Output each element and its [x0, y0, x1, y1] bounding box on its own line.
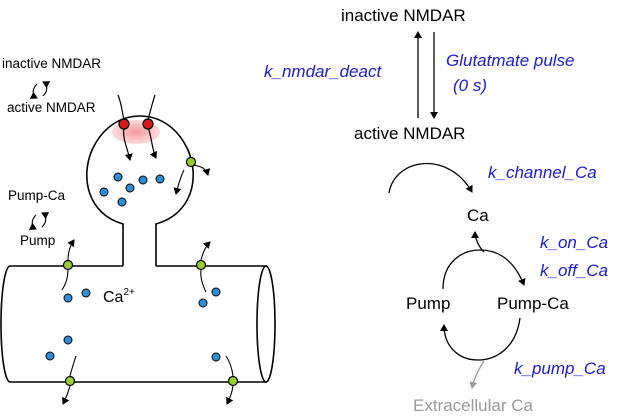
shaft-pumps [62, 259, 239, 387]
left-inactive-nmdar-label: inactive NMDAR [2, 56, 101, 71]
species-pump-ca: Pump-Ca [497, 294, 569, 313]
dendrite-end-cap [256, 265, 276, 383]
rate-k-pump-ca: k_pump_Ca [514, 359, 606, 378]
nmdar-receptor [118, 118, 130, 130]
arrow-ca-release [471, 231, 485, 253]
arrow-channel-influx [388, 162, 473, 194]
left-pump-cycle: Pump-Ca Pump [8, 188, 66, 248]
rate-k-channel-ca: k_channel_Ca [488, 163, 597, 182]
rate-glutamate-pulse: Glutatmate pulse [446, 51, 575, 70]
arrow-binding [442, 249, 526, 290]
species-ca: Ca [467, 206, 489, 225]
shaft-calcium [45, 287, 221, 362]
species-extracellular-ca: Extracellular Ca [413, 396, 534, 415]
rate-k-on-ca: k_on_Ca [540, 233, 608, 252]
species-active-nmdar: active NMDAR [354, 124, 465, 143]
left-pump-ca-label: Pump-Ca [8, 188, 66, 203]
dendrite-illustration: Ca2+ [0, 94, 276, 405]
calcium-label: Ca2+ [103, 287, 135, 306]
rate-glutamate-time: (0 s) [453, 76, 487, 95]
arrow-extrusion [469, 360, 485, 389]
rate-k-off-ca: k_off_Ca [540, 261, 608, 280]
reaction-scheme: inactive NMDAR active NMDAR Ca Pump Pump… [264, 6, 608, 415]
left-active-nmdar-label: active NMDAR [7, 100, 96, 115]
rate-k-nmdar-deact: k_nmdar_deact [264, 62, 382, 81]
pump-dot [185, 156, 197, 168]
species-pump: Pump [406, 294, 450, 313]
species-inactive-nmdar: inactive NMDAR [341, 6, 466, 25]
spine [85, 115, 194, 266]
left-pump-label: Pump [20, 233, 55, 248]
left-nmdar-cycle: inactive NMDAR active NMDAR [2, 56, 101, 115]
dendrite-shaft [0, 265, 267, 383]
nmdar-receptor [142, 118, 154, 130]
spine-calcium [99, 172, 165, 207]
arrow-pump-cycle [440, 317, 521, 361]
